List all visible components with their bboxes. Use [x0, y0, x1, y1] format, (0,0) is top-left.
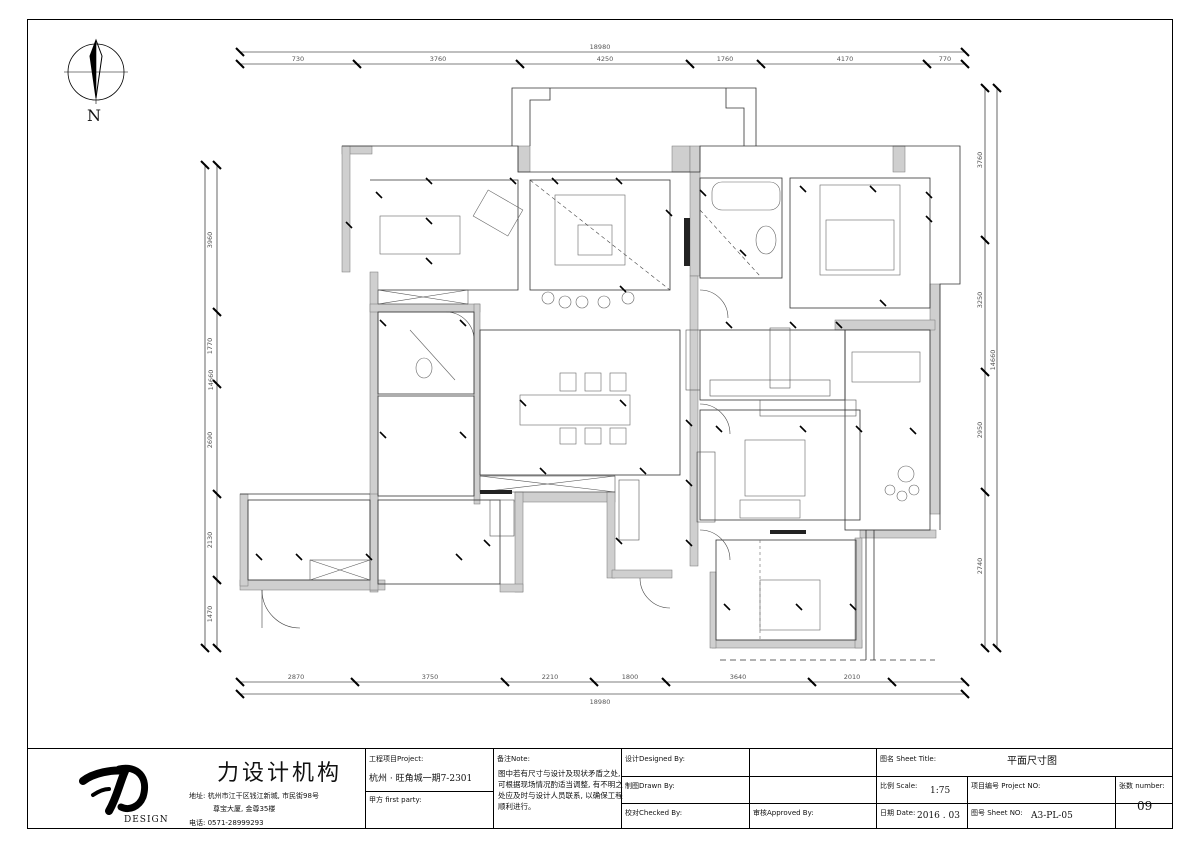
dim-left-seg: 3960 [206, 232, 214, 249]
drawn-label: 制图Drawn By: [625, 782, 675, 790]
dimension-labels: 18980 730 3760 4250 1760 4170 770 2870 3… [206, 43, 997, 706]
dim-left-seg: 2690 [206, 432, 214, 449]
walls [239, 145, 941, 649]
dim-left-seg: 2130 [206, 532, 214, 549]
scale-label: 比例 Scale: [880, 782, 918, 790]
dim-top-seg: 770 [939, 55, 951, 63]
scale-value: 1:75 [930, 786, 951, 796]
north-arrow-icon [64, 38, 128, 104]
title-block: DESIGN 力设计机构 地址: 杭州市江干区钱江新城, 市民街98号 尊宝大厦… [27, 748, 1173, 829]
room-outlines [240, 87, 961, 661]
sheet-count-value: 09 [1137, 799, 1153, 813]
dim-right-seg: 2950 [976, 422, 984, 439]
floor-plan: 18980 730 3760 4250 1760 4170 770 2870 3… [200, 43, 1002, 706]
client-label: 甲方 first party: [369, 796, 422, 804]
door-sill [480, 490, 512, 494]
dimension-ticks [200, 47, 1002, 699]
dim-right-total: 14660 [989, 350, 997, 371]
dim-top-seg: 4250 [597, 55, 614, 63]
dim-top-seg: 3760 [430, 55, 447, 63]
dim-right-seg: 2740 [976, 558, 984, 575]
notes-label: 备注Note: [497, 755, 530, 763]
doors [261, 179, 761, 629]
dim-left-seg: 1770 [206, 338, 214, 355]
dim-bottom-seg: 2870 [288, 673, 305, 681]
cabinets [309, 289, 857, 581]
dim-top-seg: 730 [292, 55, 304, 63]
internal-dim-ticks [255, 177, 933, 611]
sheet-title-label: 图名 Sheet Title: [880, 755, 937, 763]
dim-bottom-seg: 1800 [622, 673, 639, 681]
notes-text: 图中若有尺寸与设计及现状矛盾之处, 可根据现场情况酌适当调整, 有不明之处应及时… [498, 769, 623, 811]
dim-bottom-seg: 2210 [542, 673, 559, 681]
approved-label: 审核Approved By: [753, 809, 814, 817]
firm-address-line2: 尊宝大厦, 金尊35楼 [213, 805, 276, 813]
sheet-no-label: 图号 Sheet NO: [971, 809, 1023, 817]
sheet-title-value: 平面尺寸图 [1007, 756, 1057, 767]
project-no-label: 项目编号 Project NO: [971, 782, 1041, 790]
date-value: 2016 . 03 [917, 811, 960, 821]
dim-top-seg: 4170 [837, 55, 854, 63]
dim-bottom-seg: 3640 [730, 673, 747, 681]
furniture [379, 181, 921, 640]
door-sill [770, 530, 806, 534]
dim-left-total: 14660 [207, 370, 215, 391]
dim-right-seg: 3250 [976, 292, 984, 309]
designed-label: 设计Designed By: [625, 755, 685, 763]
dimension-lines [204, 51, 998, 695]
dim-right-seg: 3760 [976, 152, 984, 169]
logo-text: DESIGN [124, 815, 169, 825]
firm-logo-icon [79, 764, 148, 815]
checked-label: 校对Checked By: [625, 809, 683, 817]
drawing-frame [27, 19, 1173, 829]
dim-left-seg: 1470 [206, 606, 214, 623]
firm-name: 力设计机构 [217, 761, 343, 786]
dim-bottom-seg: 3750 [422, 673, 439, 681]
sheet-count-label: 张数 number: [1119, 782, 1165, 790]
dim-bottom-seg: 2010 [844, 673, 861, 681]
dim-top-seg: 1760 [717, 55, 734, 63]
firm-phone: 电话: 0571-28999293 [189, 819, 264, 827]
sliding-door [684, 218, 690, 266]
north-label: N [87, 106, 101, 125]
project-value: 杭州 · 旺角城一期7-2301 [369, 774, 473, 784]
date-label: 日期 Date: [880, 809, 916, 817]
project-label: 工程项目Project: [369, 755, 424, 763]
dim-top-total: 18980 [590, 43, 611, 51]
sheet-no-value: A3-PL-05 [1031, 811, 1073, 821]
firm-address-line1: 地址: 杭州市江干区钱江新城, 市民街98号 [189, 792, 319, 800]
dim-bottom-total: 18980 [590, 698, 611, 706]
